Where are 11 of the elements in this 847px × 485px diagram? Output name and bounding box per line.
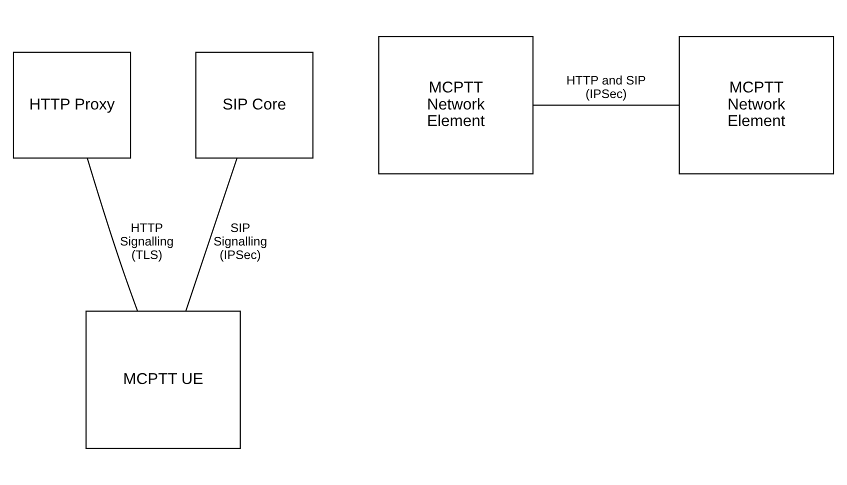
node-box: MCPTT Network Element <box>378 36 534 174</box>
connector <box>533 104 680 106</box>
node-box: SIP Core <box>195 52 314 159</box>
node-box: HTTP Proxy <box>12 52 132 159</box>
edge-label: SIP Signalling (IPSec) <box>213 221 268 262</box>
connector <box>86 158 138 312</box>
connector <box>185 158 238 312</box>
node-box: MCPTT Network Element <box>678 36 834 174</box>
node-box: MCPTT UE <box>86 310 241 450</box>
edge-label: HTTP and SIP (IPSec) <box>566 74 646 102</box>
edge-label: HTTP Signalling (TLS) <box>120 221 174 262</box>
